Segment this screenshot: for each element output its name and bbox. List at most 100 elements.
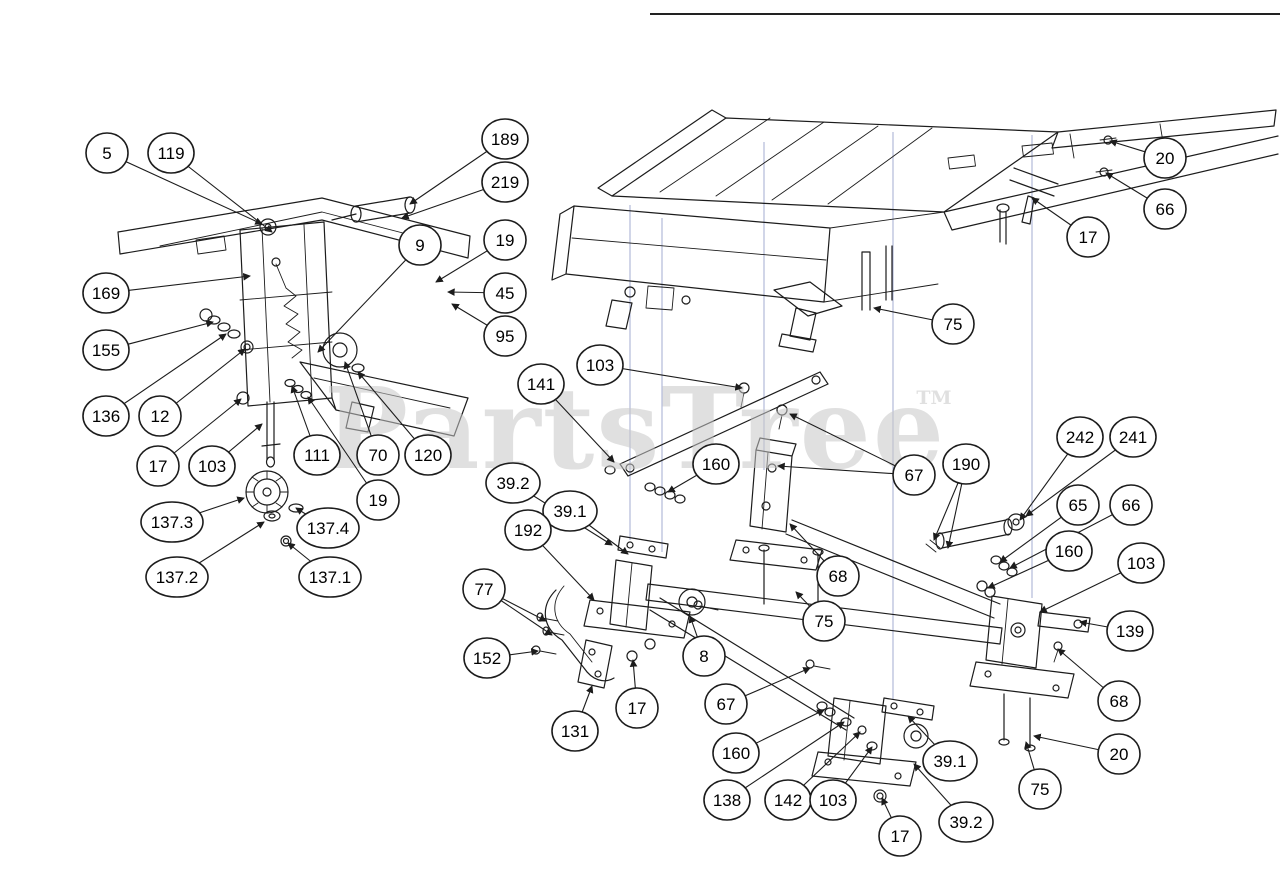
callout-balloon[interactable]: [703, 779, 751, 821]
callout-balloon[interactable]: [136, 445, 180, 487]
callout-19[interactable]: 19: [307, 396, 400, 521]
callout-192[interactable]: 192: [504, 509, 595, 601]
callout-155[interactable]: 155: [82, 319, 214, 371]
callout-balloon[interactable]: [809, 779, 857, 821]
callout-balloon[interactable]: [938, 801, 994, 843]
callout-242[interactable]: 242: [1019, 416, 1104, 521]
callout-17[interactable]: 17: [878, 797, 922, 857]
callout-136[interactable]: 136: [82, 333, 227, 437]
callout-balloon[interactable]: [483, 315, 527, 357]
callout-balloon[interactable]: [481, 161, 529, 203]
callout-189[interactable]: 189: [409, 118, 529, 205]
callout-141[interactable]: 141: [517, 363, 615, 463]
callout-balloon[interactable]: [82, 395, 130, 437]
callout-balloon[interactable]: [483, 272, 527, 314]
callout-70[interactable]: 70: [343, 361, 400, 476]
callout-balloon[interactable]: [140, 501, 204, 543]
callout-137.1[interactable]: 137.1: [287, 542, 362, 598]
callout-balloon[interactable]: [1056, 484, 1100, 526]
callout-balloon[interactable]: [1056, 416, 1104, 458]
callout-67[interactable]: 67: [704, 667, 811, 725]
callout-balloon[interactable]: [692, 443, 740, 485]
callout-balloon[interactable]: [481, 118, 529, 160]
callout-111[interactable]: 111: [290, 385, 341, 476]
callout-balloon[interactable]: [1018, 768, 1062, 810]
callout-balloon[interactable]: [1045, 530, 1093, 572]
callout-119[interactable]: 119: [147, 132, 273, 233]
callout-balloon[interactable]: [296, 507, 360, 549]
callout-103[interactable]: 103: [188, 423, 263, 487]
callout-137.4[interactable]: 137.4: [295, 507, 360, 549]
callout-balloon[interactable]: [922, 740, 978, 782]
callout-103[interactable]: 103: [576, 344, 743, 391]
callout-19[interactable]: 19: [435, 219, 527, 283]
callout-66[interactable]: 66: [1105, 172, 1187, 230]
callout-103[interactable]: 103: [809, 746, 873, 821]
callout-balloon[interactable]: [682, 635, 726, 677]
callout-5[interactable]: 5: [85, 132, 263, 225]
callout-39.2[interactable]: 39.2: [913, 763, 994, 843]
callout-20[interactable]: 20: [1033, 733, 1141, 775]
callout-balloon[interactable]: [712, 732, 760, 774]
callout-137.3[interactable]: 137.3: [140, 496, 245, 543]
callout-balloon[interactable]: [504, 509, 552, 551]
callout-balloon[interactable]: [816, 555, 860, 597]
callout-68[interactable]: 68: [1057, 648, 1141, 722]
callout-139[interactable]: 139: [1079, 610, 1154, 652]
callout-balloon[interactable]: [147, 132, 195, 174]
callout-190[interactable]: 190: [933, 443, 990, 549]
callout-241[interactable]: 241: [1025, 416, 1157, 517]
callout-balloon[interactable]: [82, 329, 130, 371]
callout-103[interactable]: 103: [1039, 542, 1165, 613]
callout-balloon[interactable]: [356, 479, 400, 521]
callout-balloon[interactable]: [892, 454, 936, 496]
callout-138[interactable]: 138: [703, 721, 845, 821]
callout-balloon[interactable]: [931, 303, 975, 345]
callout-95[interactable]: 95: [451, 303, 527, 357]
callout-152[interactable]: 152: [463, 637, 539, 679]
callout-balloon[interactable]: [802, 600, 846, 642]
callout-balloon[interactable]: [356, 434, 400, 476]
callout-160[interactable]: 160: [667, 443, 740, 493]
callout-12[interactable]: 12: [138, 348, 246, 437]
callout-17[interactable]: 17: [136, 398, 242, 487]
callout-balloon[interactable]: [878, 815, 922, 857]
callout-balloon[interactable]: [1097, 733, 1141, 775]
callout-39.1[interactable]: 39.1: [907, 715, 978, 782]
callout-balloon[interactable]: [1109, 484, 1153, 526]
callout-17[interactable]: 17: [1031, 197, 1110, 258]
callout-8[interactable]: 8: [682, 615, 726, 677]
callout-67[interactable]: 67: [777, 413, 936, 496]
callout-balloon[interactable]: [1143, 188, 1187, 230]
callout-balloon[interactable]: [398, 224, 442, 266]
callout-balloon[interactable]: [145, 556, 209, 598]
callout-39.1[interactable]: 39.1: [542, 490, 629, 555]
callout-balloon[interactable]: [1066, 216, 1110, 258]
callout-68[interactable]: 68: [789, 523, 860, 597]
callout-9[interactable]: 9: [317, 224, 442, 353]
callout-65[interactable]: 65: [999, 484, 1100, 563]
callout-balloon[interactable]: [615, 687, 659, 729]
callout-balloon[interactable]: [542, 490, 598, 532]
callout-balloon[interactable]: [1106, 610, 1154, 652]
callout-142[interactable]: 142: [764, 731, 861, 821]
callout-45[interactable]: 45: [447, 272, 527, 314]
callout-balloon[interactable]: [138, 395, 182, 437]
callout-137.2[interactable]: 137.2: [145, 521, 265, 598]
callout-169[interactable]: 169: [82, 272, 251, 314]
callout-75[interactable]: 75: [795, 591, 846, 642]
callout-balloon[interactable]: [704, 683, 748, 725]
callout-120[interactable]: 120: [357, 371, 452, 476]
callout-balloon[interactable]: [1143, 137, 1187, 179]
callout-balloon[interactable]: [576, 344, 624, 386]
callout-160[interactable]: 160: [712, 709, 825, 774]
callout-balloon[interactable]: [1109, 416, 1157, 458]
callout-balloon[interactable]: [188, 445, 236, 487]
callout-balloon[interactable]: [85, 132, 129, 174]
callout-balloon[interactable]: [404, 434, 452, 476]
callout-131[interactable]: 131: [551, 685, 599, 752]
callout-160[interactable]: 160: [987, 530, 1093, 589]
callout-balloon[interactable]: [517, 363, 565, 405]
callout-balloon[interactable]: [82, 272, 130, 314]
callout-219[interactable]: 219: [401, 161, 529, 220]
